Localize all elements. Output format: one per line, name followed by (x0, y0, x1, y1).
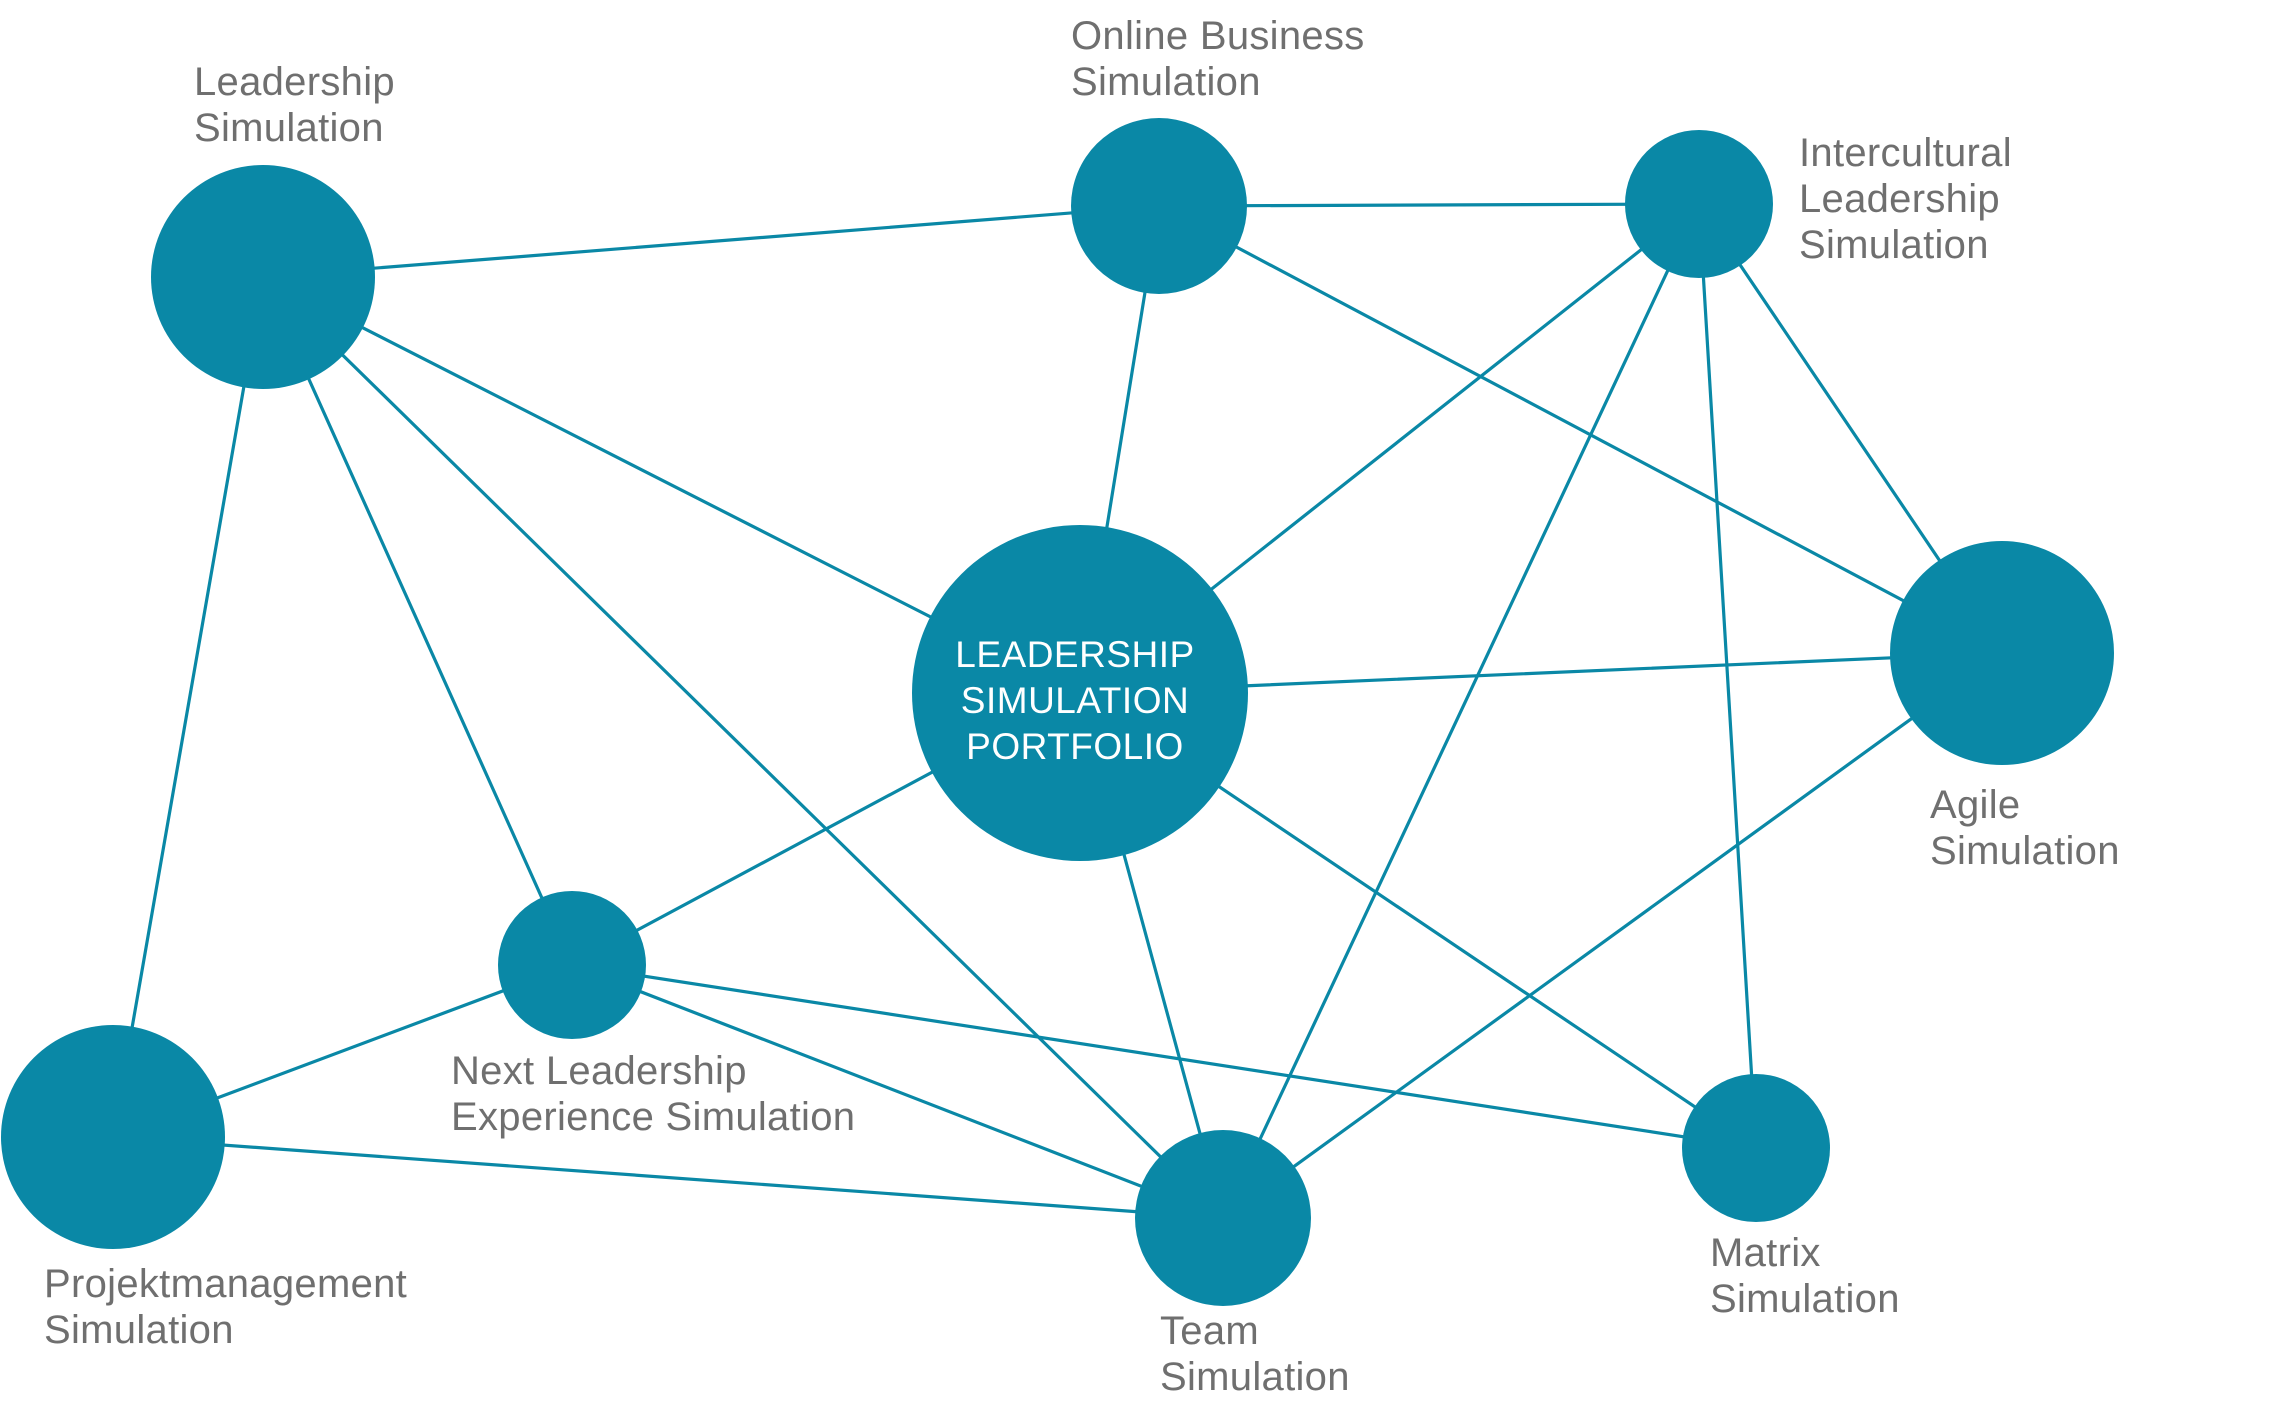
label-line: Leadership (194, 60, 395, 104)
edge-leadership-online (261, 204, 1161, 279)
node-intercultural-leadership-simulation[interactable] (1625, 130, 1773, 278)
label-projektmanagement-simulation: Projektmanagement Simulation (44, 1261, 407, 1353)
node-projektmanagement-simulation[interactable] (1, 1025, 225, 1249)
label-line: Simulation (1710, 1277, 1900, 1321)
center-line-1: LEADERSHIP (955, 634, 1195, 675)
label-agile-simulation: Agile Simulation (1930, 782, 2120, 874)
label-leadership-simulation: Leadership Simulation (194, 59, 395, 151)
edge-next-team (570, 963, 1225, 1220)
center-line-2: SIMULATION (960, 680, 1190, 721)
label-online-business-simulation: Online Business Simulation (1071, 13, 1365, 105)
label-line: Simulation (44, 1308, 234, 1352)
center-line-3: PORTFOLIO (966, 726, 1184, 767)
label-line: Simulation (1160, 1355, 1350, 1399)
edge-agile-team (1221, 651, 2004, 1220)
node-online-business-simulation[interactable] (1071, 118, 1247, 294)
edge-leadership-team (261, 275, 1225, 1220)
label-line: Online Business (1071, 14, 1365, 58)
label-line: Simulation (194, 106, 384, 150)
edge-online-intercultural (1157, 202, 1701, 208)
edge-online-agile (1157, 204, 2004, 655)
node-matrix-simulation[interactable] (1682, 1074, 1830, 1222)
connection-lines (111, 202, 2004, 1220)
edge-projekt-team (111, 1135, 1225, 1220)
label-line: Team (1160, 1309, 1260, 1353)
nodes (1, 118, 2114, 1306)
label-line: Leadership (1799, 177, 2000, 221)
label-next-leadership-experience-simulation: Next Leadership Experience Simulation (451, 1048, 855, 1140)
label-line: Simulation (1930, 829, 2120, 873)
node-team-simulation[interactable] (1135, 1130, 1311, 1306)
node-next-leadership-experience-simulation[interactable] (498, 891, 646, 1039)
center-portfolio-label: LEADERSHIP SIMULATION PORTFOLIO (910, 632, 1240, 770)
node-leadership-simulation[interactable] (151, 165, 375, 389)
label-matrix-simulation: Matrix Simulation (1710, 1230, 1900, 1322)
label-line: Matrix (1710, 1231, 1821, 1275)
node-center-portfolio[interactable] (912, 525, 1248, 861)
edge-intercultural-team (1221, 202, 1701, 1220)
node-agile-simulation[interactable] (1890, 541, 2114, 765)
edge-next-matrix (570, 963, 1758, 1150)
edge-intercultural-matrix (1697, 202, 1758, 1150)
label-line: Next Leadership (451, 1049, 747, 1093)
label-team-simulation: Team Simulation (1160, 1308, 1350, 1400)
label-line: Simulation (1071, 60, 1261, 104)
edge-leadership-next (261, 275, 574, 967)
edge-leadership-projekt (111, 275, 265, 1139)
label-line: Experience Simulation (451, 1095, 856, 1139)
label-line: Projektmanagement (44, 1262, 408, 1306)
label-line: Simulation (1799, 223, 1989, 267)
label-line: Agile (1930, 783, 2021, 827)
label-line: Intercultural (1799, 131, 2012, 175)
label-intercultural-leadership-simulation: Intercultural Leadership Simulation (1799, 130, 2012, 268)
